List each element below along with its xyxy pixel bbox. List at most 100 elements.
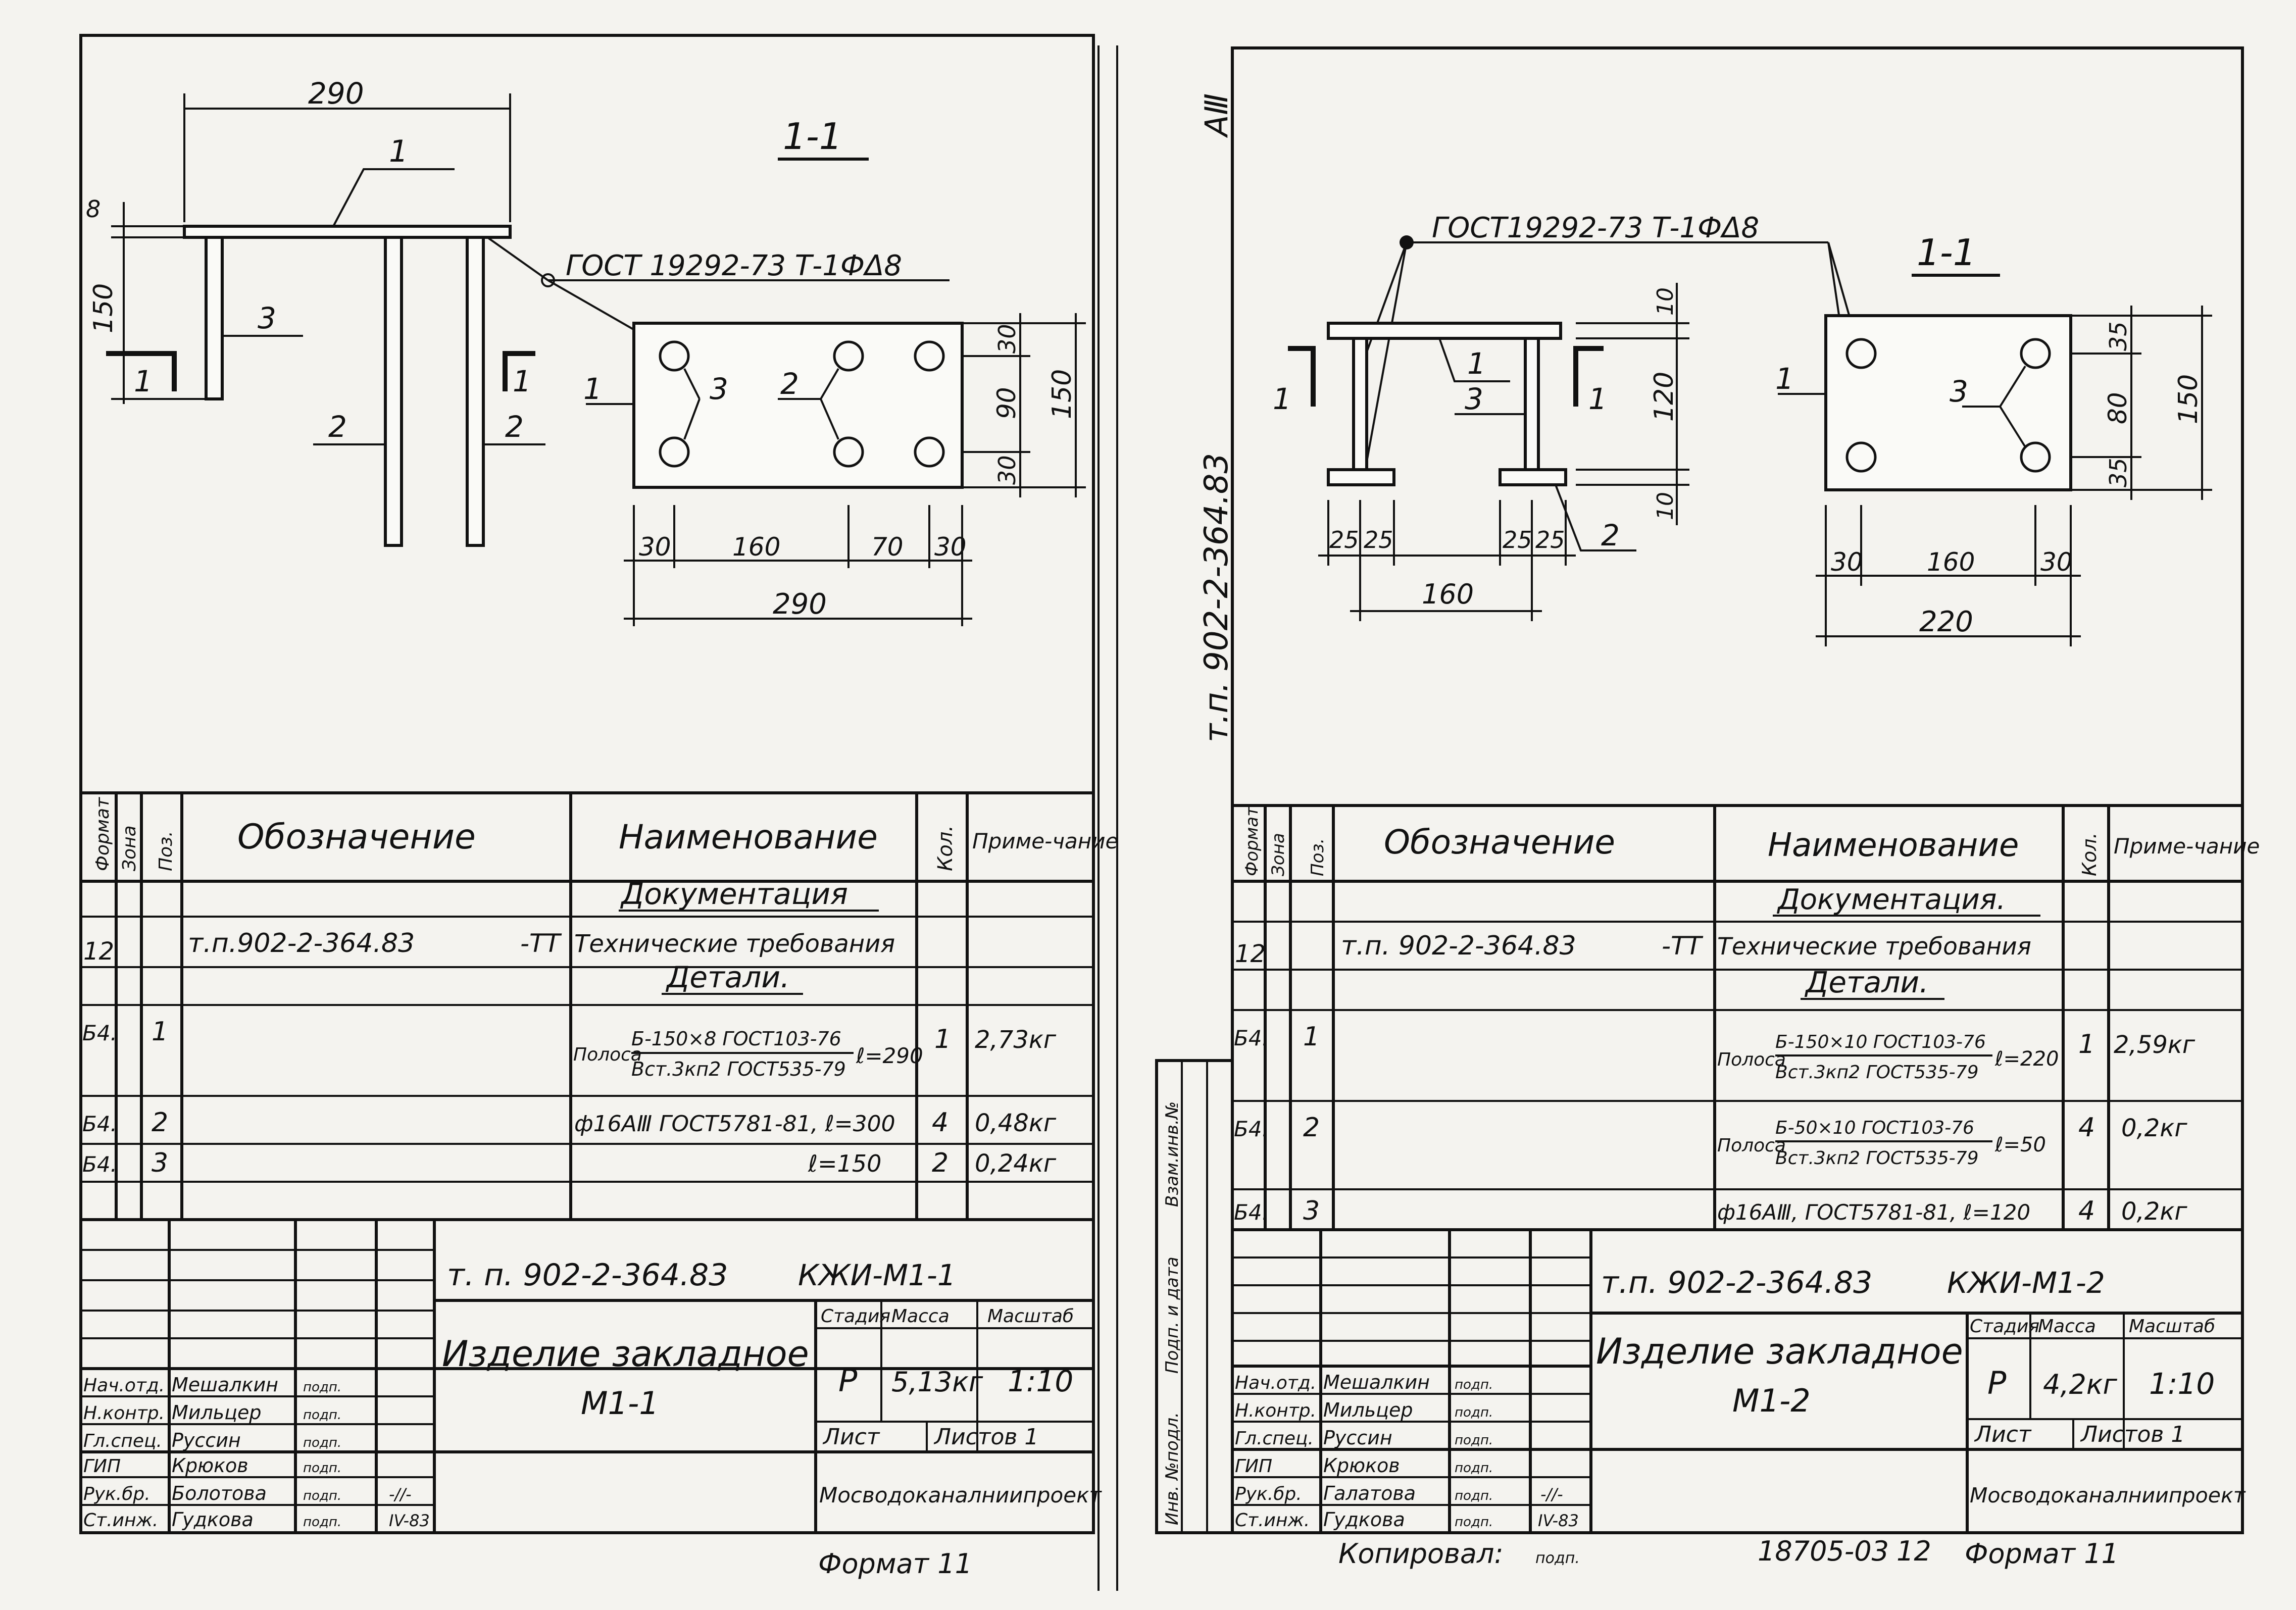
tb-stage-label: Стадия (821, 1306, 890, 1327)
leader-plate (1438, 338, 1510, 382)
tb-org: Мосводоканалниипроект (819, 1483, 1102, 1507)
mark-rod-right: 2 (505, 410, 524, 444)
sig-signature: подп. (303, 1461, 341, 1476)
dim-10-bottom: 10 (1653, 492, 1678, 520)
weld-note: ГОСТ 19292-73 Т-1ФΔ8 (566, 249, 902, 282)
archive-number: 18705-03 (1758, 1535, 1889, 1567)
plan-dim-30-bottom: 30 (993, 455, 1021, 485)
dim-120: 120 (1649, 372, 1679, 422)
spec-row-name: ℓ=150 (808, 1150, 881, 1177)
spec-row-pos: 3 (152, 1148, 168, 1178)
mark-plate-pos1: 1 (389, 134, 408, 169)
spec-row-name-top: Б-150×8 ГОСТ103-76 (631, 1028, 841, 1050)
spec-row-name: ф16АⅢ ГОСТ5781-81, ℓ=300 (574, 1111, 895, 1137)
plan-leader-3b (683, 398, 701, 440)
tb-mass-label: Масса (2038, 1316, 2096, 1337)
section-cut-left-label: 1 (134, 364, 153, 398)
weld-point-4 (2020, 441, 2051, 473)
section-cut-right (1573, 346, 1604, 407)
sig-role: Н.контр. (1235, 1400, 1316, 1421)
sig-signature: подп. (303, 1515, 341, 1530)
spec-row-note: 0,2кг (2121, 1114, 2187, 1142)
vertical-drawing-code: т.п. 902-2-364.83 (1198, 453, 1235, 742)
page-number: 12 (1896, 1535, 1931, 1567)
sig-role: Нач.отд. (1235, 1373, 1316, 1393)
spec-row-name: ф16АⅢ, ГОСТ5781-81, ℓ=120 (1717, 1200, 2030, 1225)
spec-row-name-prefix: Полоса (573, 1044, 642, 1065)
tb-subtitle: М1-2 (1732, 1382, 1811, 1419)
spec-row-format: Б4. (1234, 1117, 1269, 1141)
spec-row-name-bottom: Вст.3кп2 ГОСТ535-79 (631, 1058, 846, 1080)
spec-row-qty: 4 (932, 1108, 949, 1138)
sig-name: Крюков (1323, 1454, 1400, 1477)
sig-signature: подп. (1455, 1488, 1493, 1503)
dim-10-top: 10 (1653, 287, 1678, 316)
weld-point-1 (1845, 338, 1877, 369)
plan-dim-b30-right: 30 (2040, 547, 2073, 577)
spec-header-pos: Поз. (156, 831, 176, 871)
spec-header-qty: Кол. (934, 825, 957, 871)
spec-doc-suffix: -ТТ (520, 929, 562, 958)
title-block-frame (79, 1218, 1095, 1534)
tb-scale-label: Масштаб (2129, 1316, 2215, 1337)
sheet-2-drawing: ГОСТ19292-73 Т-1ФΔ8 1 1 1 3 2 10 120 10 (1273, 212, 2212, 646)
spec-header-pos: Поз. (1308, 838, 1328, 876)
sheet-code: АⅢ (1198, 93, 1235, 138)
spec-row-name-bottom: Вст.3кп2 ГОСТ535-79 (1775, 1148, 1978, 1169)
sig-role: Гл.спец. (83, 1431, 162, 1451)
sig-signature: подп. (303, 1435, 341, 1450)
spec-row-qty: 1 (934, 1024, 951, 1054)
sheet-2-title-block: т.п. 902-2-364.83 КЖИ-М1-2 Изделие закла… (1231, 1228, 2246, 1534)
spec-row-qty: 4 (2078, 1113, 2095, 1143)
spec-row-pos: 2 (1303, 1113, 1320, 1143)
spec-row-pos: 2 (152, 1108, 168, 1138)
leader-plate (332, 168, 455, 227)
sig-name: Гудкова (1323, 1508, 1405, 1531)
plan-mark-pos1: 1 (1775, 362, 1794, 396)
dim-label-290: 290 (308, 76, 364, 111)
side-stamp-sign: Подп. и дата (1162, 1256, 1182, 1374)
tb-code: т. п. 902-2-364.83 (447, 1257, 728, 1293)
dim-b-160: 160 (1422, 578, 1474, 610)
side-stamp: АⅢ т.п. 902-2-364.83 Инв. №подл. Подп. и… (1155, 93, 1235, 1534)
sheet-2-spec-table: Формат Зона Поз. Обозначение Наименовани… (1231, 804, 2260, 1231)
tb-mark: КЖИ-М1-1 (798, 1258, 956, 1292)
sig-date: -//- (389, 1485, 412, 1504)
tb-mass: 4,2кг (2043, 1369, 2117, 1400)
sig-signature: подп. (1455, 1377, 1493, 1392)
spec-row-name-prefix: Полоса (1717, 1135, 1786, 1156)
spec-doc-suffix: -ТТ (1662, 931, 1704, 961)
tb-mass-label: Масса (891, 1306, 950, 1327)
tb-sheet-label: Лист (822, 1424, 880, 1450)
spec-section-parts: Детали. (665, 960, 790, 994)
sheet-2-format: Формат 11 (1965, 1538, 2119, 1570)
spec-row-pos1: Б4. 1 Полоса Б-150×10 ГОСТ103-76 Вст.3кп… (1234, 1022, 2195, 1083)
weld-leader-left-b (1365, 242, 1408, 465)
spec-header-note: Приме-чание (2114, 834, 2260, 859)
spec-row-pos1: Б4. 1 Полоса Б-150×8 ГОСТ103-76 Вст.3кп2… (82, 1017, 1057, 1080)
tb-sheets-label: Листов 1 (2080, 1422, 2185, 1447)
plan-dim-b160: 160 (1927, 547, 1975, 577)
tb-mark: КЖИ-М1-2 (1947, 1266, 2105, 1300)
spec-row-format: Б4. (82, 1021, 117, 1045)
sig-role: Гл.спец. (1235, 1428, 1314, 1449)
sig-role: Ст.инж. (83, 1510, 158, 1531)
spec-row-name-top: Б-50×10 ГОСТ103-76 (1775, 1118, 1974, 1138)
mark-foot: 2 (1601, 518, 1620, 552)
spec-row-pos3: Б4. 3 ф16АⅢ, ГОСТ5781-81, ℓ=120 4 0,2кг (1234, 1196, 2187, 1226)
weld-point-4 (833, 436, 864, 468)
section-cut-left-label: 1 (1273, 382, 1291, 416)
dim-b-25b: 25 (1364, 526, 1393, 554)
copied-by-signature: подп. (1535, 1549, 1580, 1567)
dim-b-25d: 25 (1535, 526, 1565, 554)
weld-point-6 (914, 436, 945, 468)
sig-name: Болотова (172, 1482, 267, 1504)
sheet-1-format: Формат 11 (818, 1548, 972, 1580)
spec-header-qty: Кол. (2078, 832, 2101, 876)
tb-subtitle: М1-1 (581, 1385, 659, 1422)
plan-dim-150: 150 (2173, 374, 2204, 424)
spec-row-note: 0,24кг (975, 1149, 1057, 1178)
spec-header-name: Наименование (619, 818, 878, 857)
spec-row-format: Б4. (82, 1112, 117, 1136)
plan-dim-total-220: 220 (1919, 606, 1973, 638)
